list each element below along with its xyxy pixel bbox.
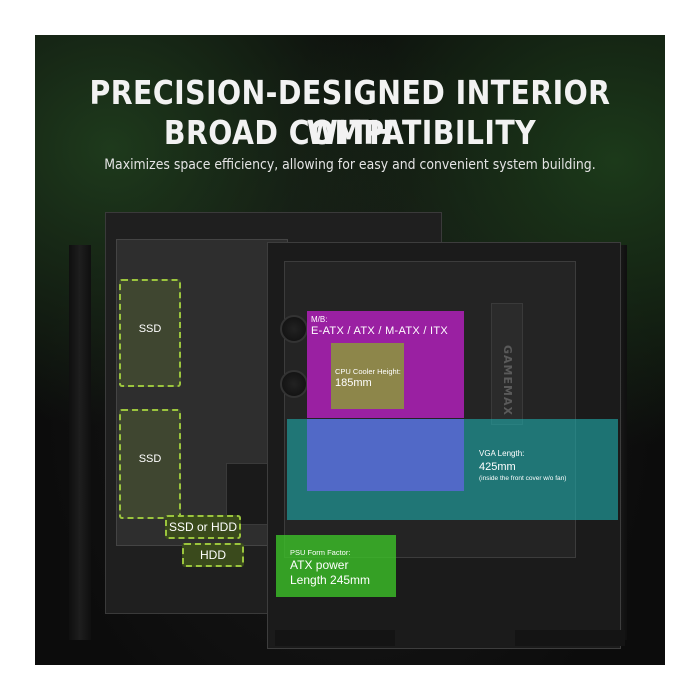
cpu-cooler-caption: CPU Cooler Height: bbox=[335, 367, 401, 376]
brand-mark: GAMEMAX bbox=[501, 345, 514, 416]
fan-icon bbox=[280, 370, 308, 398]
cpu-cooler-zone bbox=[331, 343, 404, 409]
headline-line-1: PRECISION-DESIGNED INTERIOR WITH bbox=[89, 73, 611, 152]
vga-value: 425mm bbox=[479, 461, 516, 473]
case-foot-right bbox=[515, 630, 625, 646]
ssd-bay-bottom: SSD bbox=[119, 409, 181, 519]
motherboard-caption: M/B: bbox=[311, 315, 328, 324]
motherboard-value: E-ATX / ATX / M-ATX / ITX bbox=[311, 325, 449, 337]
ssd-or-hdd-bay: SSD or HDD bbox=[165, 515, 241, 539]
cpu-cooler-value: 185mm bbox=[335, 377, 372, 389]
product-banner: PRECISION-DESIGNED INTERIOR WITH BROAD C… bbox=[35, 35, 665, 665]
fan-icon bbox=[280, 315, 308, 343]
psu-zone bbox=[276, 535, 396, 597]
ssd-bay-label: SSD bbox=[138, 453, 162, 465]
ssd-bay-label: SSD bbox=[138, 323, 162, 335]
hdd-bay: HDD bbox=[182, 543, 244, 567]
psu-caption: PSU Form Factor: bbox=[290, 548, 351, 557]
vga-note: (inside the front cover w/o fan) bbox=[479, 475, 567, 482]
subtitle: Maximizes space efficiency, allowing for… bbox=[104, 157, 596, 173]
vga-motherboard-overlap-zone bbox=[307, 419, 464, 491]
psu-form-factor: ATX power bbox=[290, 558, 349, 572]
vertical-bracket bbox=[491, 303, 523, 425]
headline-line-2: BROAD COMPATIBILITY bbox=[163, 113, 537, 152]
vga-caption: VGA Length: bbox=[479, 449, 525, 458]
case-foot-left bbox=[275, 630, 395, 646]
psu-length: Length 245mm bbox=[290, 573, 371, 587]
ssd-bay-top: SSD bbox=[119, 279, 181, 387]
glass-pillar-left bbox=[69, 245, 91, 640]
